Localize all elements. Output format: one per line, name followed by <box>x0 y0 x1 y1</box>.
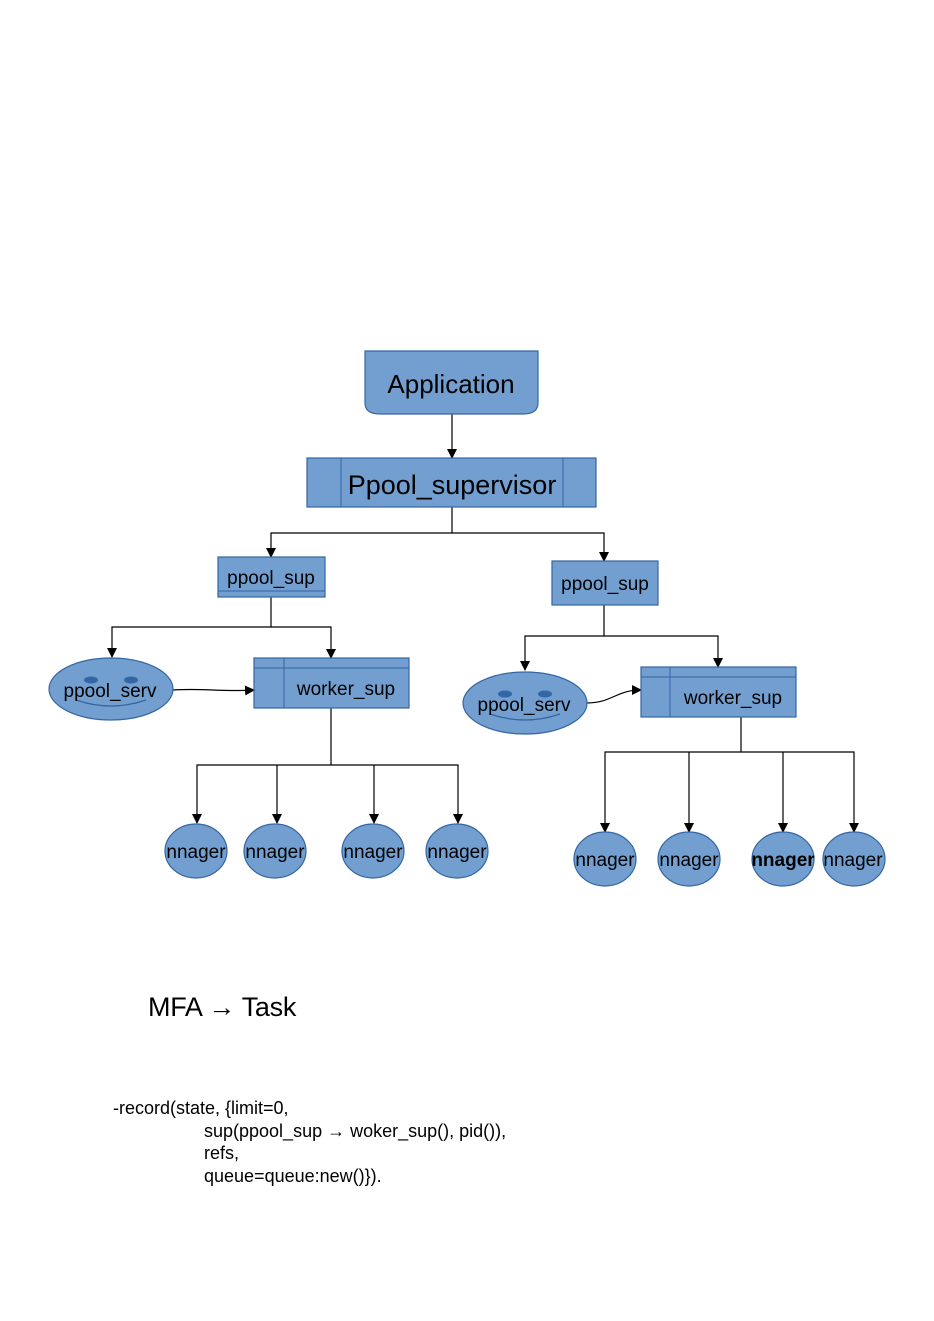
pool-1-worker-sup-label: worker_sup <box>296 679 395 700</box>
pool-2-worker-sup-node: worker_sup <box>640 666 797 718</box>
pool-1-serv-node: ppool_serv <box>48 657 174 721</box>
edge-pool2-worker-4 <box>741 751 859 833</box>
pool-2-worker-1: nnager <box>573 831 637 887</box>
left-eye-icon <box>84 676 98 684</box>
right-eye-icon <box>124 676 138 684</box>
pool-2-sup-label: ppool_sup <box>561 574 649 595</box>
edge-pool2-worker-1 <box>600 717 742 833</box>
code-line-4: queue=queue:new()}). <box>204 1165 382 1186</box>
pool-2: ppool_sup ppool_serv worker_sup nnager n… <box>462 560 886 887</box>
pool-1: ppool_sup ppool_serv worker_sup nnager n… <box>48 556 489 879</box>
pool-2-serv-label: ppool_serv <box>478 695 571 716</box>
pool-2-worker-4: nnager <box>822 831 886 887</box>
pool-1-worker-3-label: nnager <box>343 842 403 863</box>
pool-1-serv-label: ppool_serv <box>64 681 157 702</box>
mfa-task-heading: MFA → Task <box>148 992 297 1022</box>
edge-pool1-worker-sup <box>271 626 336 659</box>
pool-1-worker-1-label: nnager <box>166 842 226 863</box>
pool-2-worker-1-label: nnager <box>575 850 635 871</box>
code-line-2: sup(ppool_sup → woker_sup(), pid()), <box>204 1120 507 1141</box>
edge-pool2-serv-worker-sup <box>586 685 642 704</box>
edge-pool2-serv <box>520 605 605 671</box>
application-label: Application <box>387 369 514 399</box>
application-node: Application <box>364 350 539 415</box>
ppool-supervisor-label: Ppool_supervisor <box>348 470 557 500</box>
smile-icon <box>489 713 561 721</box>
edge-pool1-worker-1 <box>192 708 332 824</box>
pool-2-worker-sup-label: worker_sup <box>683 688 782 709</box>
record-definition: -record(state, {limit=0, sup(ppool_sup →… <box>113 1097 506 1187</box>
pool-1-worker-2-label: nnager <box>245 842 305 863</box>
smile-icon <box>75 699 147 707</box>
pool-1-worker-sup-node: worker_sup <box>253 657 410 709</box>
edge-pool2-worker-sup <box>604 635 723 668</box>
pool-1-sup-node: ppool_sup <box>217 556 326 598</box>
pool-1-worker-2: nnager <box>243 823 307 879</box>
pool-2-worker-2-label: nnager <box>659 850 719 871</box>
edge-pool1-worker-4 <box>331 764 463 824</box>
ppool-supervisor-node: Ppool_supervisor <box>306 457 597 508</box>
edge-supervisor-pool2 <box>452 532 609 562</box>
edge-pool1-serv <box>107 597 272 658</box>
right-eye-icon <box>538 690 552 698</box>
pool-2-worker-4-label: nnager <box>823 850 883 871</box>
edge-supervisor-pool1 <box>266 507 453 558</box>
edge-pool1-serv-worker-sup <box>172 685 255 696</box>
connectors <box>107 414 859 833</box>
pool-1-worker-3: nnager <box>341 823 405 879</box>
pool-2-worker-2: nnager <box>657 831 721 887</box>
code-line-1: -record(state, {limit=0, <box>113 1098 289 1118</box>
pool-1-worker-4: nnager <box>425 823 489 879</box>
code-line-3: refs, <box>204 1143 240 1163</box>
pool-1-sup-label: ppool_sup <box>227 568 315 589</box>
pool-2-worker-3: nnager <box>751 831 815 887</box>
pool-2-serv-node: ppool_serv <box>462 671 588 735</box>
pool-1-worker-1: nnager <box>164 823 228 879</box>
left-eye-icon <box>498 690 512 698</box>
pool-2-worker-3-label: nnager <box>751 850 815 871</box>
pool-1-worker-4-label: nnager <box>427 842 487 863</box>
pool-2-sup-node: ppool_sup <box>551 560 659 606</box>
